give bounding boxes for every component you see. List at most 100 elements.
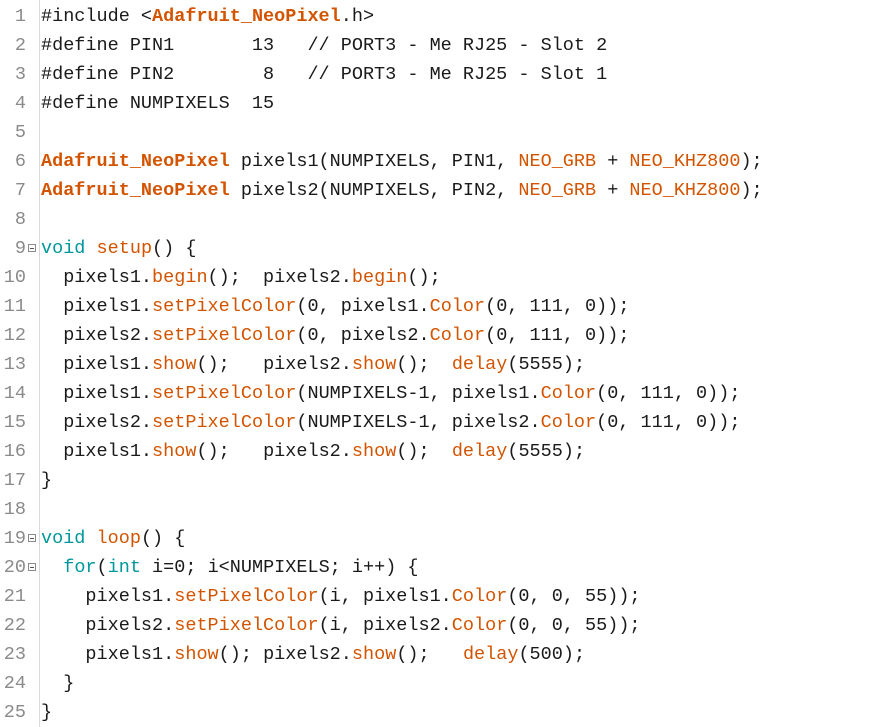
code-line[interactable]: 25} [0, 698, 888, 727]
code-line[interactable]: 9 void setup() { [0, 234, 888, 263]
code-token: ); [740, 151, 763, 172]
line-number: 19 [3, 528, 26, 549]
code-text: for(int i=0; i<NUMPIXELS; i++) { [41, 553, 419, 582]
code-token: #include < [41, 6, 153, 27]
line-number: 11 [3, 296, 26, 317]
code-text: #include <Adafruit_NeoPixel.h> [41, 2, 374, 31]
code-line[interactable]: 16 pixels1.show(); pixels2.show(); delay… [0, 437, 888, 466]
line-number: 2 [14, 35, 26, 56]
code-token: (0, 111, 0)); [485, 325, 630, 346]
code-token: void [41, 238, 86, 259]
code-token: pixels2. [41, 615, 175, 636]
code-token: pixels1. [41, 383, 153, 404]
code-token: pixels1. [41, 441, 153, 462]
code-token: (5555); [507, 441, 586, 462]
code-line[interactable]: 2#define PIN1 13 // PORT3 - Me RJ25 - Sl… [0, 31, 888, 60]
code-token: (); [396, 354, 452, 375]
code-token: show [351, 354, 397, 375]
code-line[interactable]: 3#define PIN2 8 // PORT3 - Me RJ25 - Slo… [0, 60, 888, 89]
code-line[interactable]: 14 pixels1.setPixelColor(NUMPIXELS-1, pi… [0, 379, 888, 408]
code-token: () { [140, 528, 186, 549]
line-number: 10 [3, 267, 26, 288]
line-number: 6 [14, 151, 26, 172]
code-token: Adafruit_NeoPixel [41, 151, 230, 172]
code-token: setPixelColor [152, 412, 297, 433]
code-line[interactable]: 24 } [0, 669, 888, 698]
code-token: setPixelColor [174, 615, 319, 636]
code-line[interactable]: 12 pixels2.setPixelColor(0, pixels2.Colo… [0, 321, 888, 350]
code-token: NEO_GRB [518, 180, 597, 201]
code-line[interactable]: 21 pixels1.setPixelColor(i, pixels1.Colo… [0, 582, 888, 611]
code-token: } [41, 470, 53, 491]
code-line[interactable]: 19 void loop() { [0, 524, 888, 553]
code-token [85, 528, 96, 549]
code-token: Adafruit_NeoPixel [41, 180, 230, 201]
code-token: .h> [340, 6, 375, 27]
code-line[interactable]: 17} [0, 466, 888, 495]
line-number: 23 [3, 644, 26, 665]
code-line[interactable]: 23 pixels1.show(); pixels2.show(); delay… [0, 640, 888, 669]
line-number: 18 [3, 499, 26, 520]
code-token: (); pixels2. [207, 267, 352, 288]
code-line[interactable]: 10 pixels1.begin(); pixels2.begin(); [0, 263, 888, 292]
line-number: 5 [14, 122, 26, 143]
code-token: Color [451, 586, 508, 607]
code-token: (0, pixels1. [296, 296, 430, 317]
code-token: pixels1. [41, 267, 153, 288]
code-token: setPixelColor [152, 325, 297, 346]
code-token: Color [429, 296, 486, 317]
line-number: 4 [14, 93, 26, 114]
code-token: i=0; i<NUMPIXELS; i++) { [140, 557, 419, 578]
code-token: (0, 0, 55)); [507, 586, 641, 607]
code-line[interactable]: 5 [0, 118, 888, 147]
code-token: Adafruit_NeoPixel [152, 6, 341, 27]
code-token: delay [451, 441, 508, 462]
code-text: pixels2.setPixelColor(i, pixels2.Color(0… [41, 611, 640, 640]
code-line[interactable]: 15 pixels2.setPixelColor(NUMPIXELS-1, pi… [0, 408, 888, 437]
code-token: show [351, 441, 397, 462]
code-token: show [351, 644, 397, 665]
code-token: setPixelColor [174, 586, 319, 607]
code-token: pixels1. [41, 586, 175, 607]
line-number: 9 [14, 238, 26, 259]
code-token: Color [451, 615, 508, 636]
fold-toggle-icon[interactable] [28, 244, 36, 252]
code-line[interactable]: 11 pixels1.setPixelColor(0, pixels1.Colo… [0, 292, 888, 321]
code-token: (); pixels2. [196, 354, 352, 375]
code-token [85, 238, 96, 259]
fold-toggle-icon[interactable] [28, 563, 36, 571]
code-text: pixels1.show(); pixels2.show(); delay(50… [41, 640, 585, 669]
code-text: void loop() { [41, 524, 185, 553]
code-line[interactable]: 1#include <Adafruit_NeoPixel.h> [0, 2, 888, 31]
code-text: pixels2.setPixelColor(0, pixels2.Color(0… [41, 321, 629, 350]
code-token: (); [407, 267, 441, 288]
code-line[interactable]: 20 for(int i=0; i<NUMPIXELS; i++) { [0, 553, 888, 582]
code-token: show [174, 644, 219, 665]
code-token: setup [96, 238, 153, 259]
line-number: 12 [3, 325, 26, 346]
code-text: void setup() { [41, 234, 196, 263]
code-line[interactable]: 18 [0, 495, 888, 524]
code-token: NEO_GRB [518, 151, 597, 172]
line-number: 15 [3, 412, 26, 433]
code-text: pixels1.setPixelColor(NUMPIXELS-1, pixel… [41, 379, 740, 408]
line-number: 20 [3, 557, 26, 578]
code-line[interactable]: 22 pixels2.setPixelColor(i, pixels2.Colo… [0, 611, 888, 640]
line-number: 3 [14, 64, 26, 85]
code-token: (); [396, 441, 452, 462]
code-token: (NUMPIXELS-1, pixels2. [296, 412, 541, 433]
code-line[interactable]: 4 #define NUMPIXELS 15 [0, 89, 888, 118]
code-line[interactable]: 13 pixels1.show(); pixels2.show(); delay… [0, 350, 888, 379]
code-token: } [41, 702, 53, 723]
code-line[interactable]: 8 [0, 205, 888, 234]
code-token: void [41, 528, 86, 549]
code-token: #define NUMPIXELS 15 [41, 93, 275, 114]
code-text: } [41, 466, 52, 495]
fold-toggle-icon[interactable] [28, 534, 36, 542]
code-token: (500); [518, 644, 586, 665]
code-token: (i, pixels1. [318, 586, 452, 607]
